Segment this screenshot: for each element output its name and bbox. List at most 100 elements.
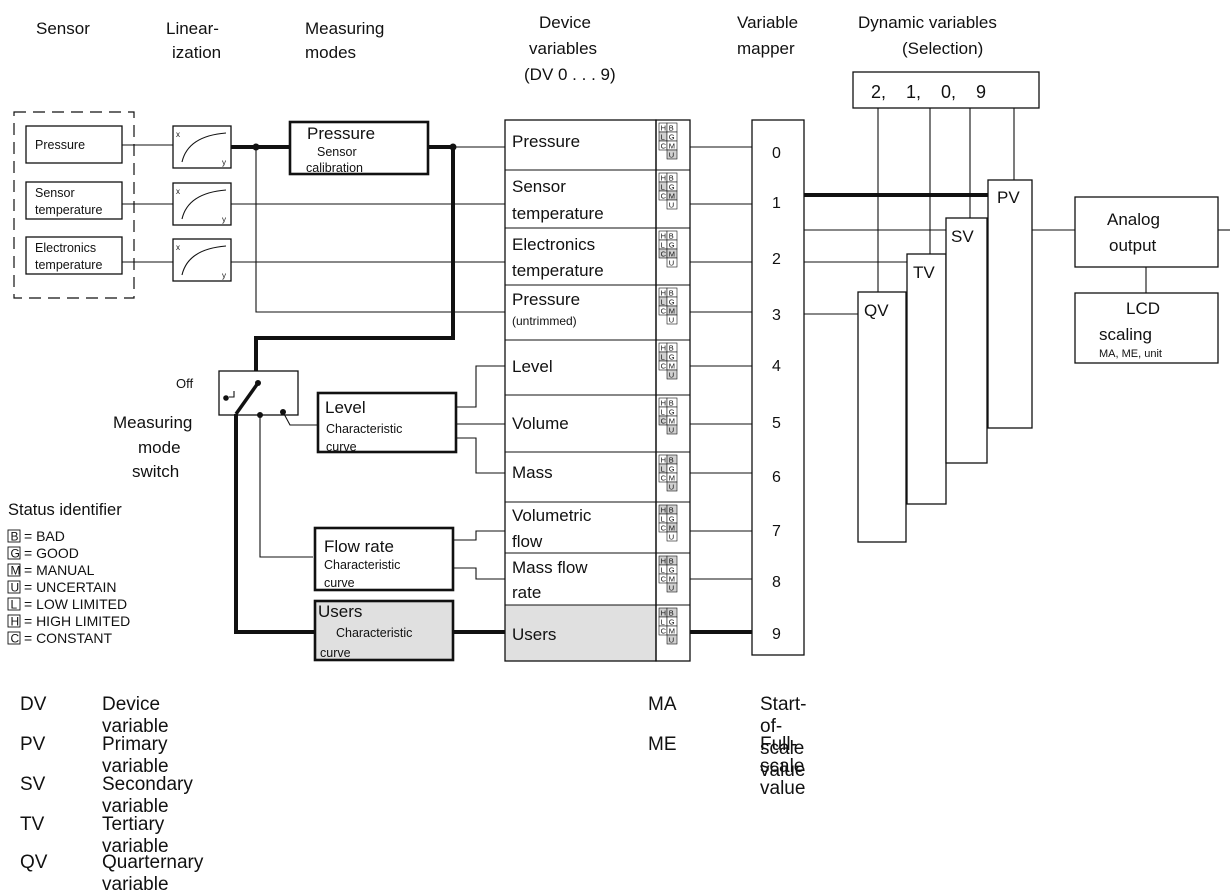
status-letter: H bbox=[661, 344, 666, 353]
status-letter: L bbox=[661, 183, 665, 192]
status-code-box bbox=[7, 614, 21, 628]
switch-lever bbox=[234, 381, 260, 416]
dv-label-3-line2: (untrimmed) bbox=[512, 314, 577, 328]
header-measuring-modes-line2: modes bbox=[305, 43, 356, 62]
selection-box bbox=[852, 71, 1040, 109]
status-letter: L bbox=[661, 408, 665, 417]
status-letter: B bbox=[669, 344, 674, 353]
status-letter: B bbox=[669, 456, 674, 465]
status-letter: U bbox=[669, 426, 674, 435]
dv-label-2-line2: temperature bbox=[512, 261, 604, 280]
status-letter: H bbox=[661, 609, 666, 618]
status-letter: U bbox=[669, 483, 674, 492]
flow-curve-sub2: curve bbox=[324, 576, 355, 590]
lin-axis-y-2: y bbox=[222, 215, 226, 224]
level-curve-sub2: curve bbox=[326, 440, 357, 454]
status-letter: H bbox=[661, 456, 666, 465]
lin-axis-x-3: x bbox=[176, 243, 180, 252]
status-letter: M bbox=[669, 575, 675, 584]
device-variable-mapping-diagram: Sensor Linear- ization Measuring modes D… bbox=[7, 13, 1230, 662]
analog-output-line1: Analog bbox=[1107, 210, 1160, 229]
status-label: = UNCERTAIN bbox=[24, 579, 116, 595]
status-letter: B bbox=[669, 232, 674, 241]
status-letter: B bbox=[669, 174, 674, 183]
status-letter: G bbox=[669, 298, 675, 307]
sensor-temp-label-line1: Sensor bbox=[35, 186, 75, 200]
sensor-temp-label-line2: temperature bbox=[35, 203, 102, 217]
dv-label-1-line2: temperature bbox=[512, 204, 604, 223]
lcd-line1: LCD bbox=[1126, 299, 1160, 318]
header-variable-mapper-line2: mapper bbox=[737, 39, 795, 58]
status-letter: C bbox=[661, 417, 667, 426]
abbr-code: QV bbox=[20, 852, 48, 873]
status-letter: C bbox=[661, 627, 667, 636]
switch-label-line2: mode bbox=[138, 438, 181, 457]
status-letter: U bbox=[669, 371, 674, 380]
status-letter: M bbox=[669, 307, 675, 316]
status-code-box bbox=[7, 597, 21, 611]
status-cell bbox=[666, 149, 678, 160]
status-code-box bbox=[7, 580, 21, 594]
lin-axis-x-1: x bbox=[176, 130, 180, 139]
status-letter: B bbox=[669, 124, 674, 133]
dv-status-border bbox=[655, 119, 691, 662]
status-letter: H bbox=[661, 124, 666, 133]
linearization-curve-3 bbox=[181, 245, 227, 276]
status-letter: G bbox=[669, 618, 675, 627]
status-code: B bbox=[11, 530, 19, 544]
status-letter: M bbox=[669, 142, 675, 151]
switch-contact-off bbox=[223, 395, 229, 401]
level-curve-box bbox=[316, 391, 458, 454]
status-letter: H bbox=[661, 289, 666, 298]
sv-box bbox=[945, 217, 988, 464]
status-label: = MANUAL bbox=[24, 562, 95, 578]
pv-label: PV bbox=[997, 188, 1020, 207]
status-letter: U bbox=[669, 316, 674, 325]
thick-switch-to-users bbox=[234, 414, 315, 634]
status-letter: M bbox=[669, 627, 675, 636]
status-letter: M bbox=[669, 250, 675, 259]
dv-label-4: Level bbox=[512, 357, 553, 376]
sensor-box-sensor-temperature bbox=[25, 181, 123, 220]
status-cell bbox=[666, 424, 678, 435]
abbr-code: DV bbox=[20, 694, 47, 715]
abbr-code: SV bbox=[20, 774, 46, 795]
sensor-pressure-label: Pressure bbox=[35, 138, 85, 152]
sensor-boxes: Pressure Sensor temperature Electronics … bbox=[25, 125, 123, 275]
status-code: G bbox=[11, 547, 20, 561]
status-code: L bbox=[11, 598, 18, 612]
status-letter: C bbox=[661, 307, 667, 316]
dv-label-6: Mass bbox=[512, 463, 553, 482]
status-letter: G bbox=[669, 353, 675, 362]
connector-flow-to-dv8 bbox=[453, 567, 505, 580]
status-code-box bbox=[7, 529, 21, 543]
abbr-text: Device variable bbox=[102, 694, 169, 737]
abbr-code: TV bbox=[20, 814, 45, 835]
status-code: C bbox=[11, 632, 20, 646]
status-cell bbox=[666, 199, 678, 210]
pv-box bbox=[987, 179, 1033, 429]
status-letter: M bbox=[669, 524, 675, 533]
users-curve-sub2: curve bbox=[320, 646, 351, 660]
status-letter: C bbox=[661, 250, 667, 259]
lcd-scaling-box bbox=[1074, 292, 1219, 364]
column-headers: Sensor Linear- ization Measuring modes D… bbox=[36, 13, 997, 84]
status-letter: B bbox=[669, 289, 674, 298]
mapper-index: 4 bbox=[772, 358, 781, 375]
flow-curve-sub1: Characteristic bbox=[324, 558, 400, 572]
pressure-mode-title: Pressure bbox=[307, 124, 375, 143]
dv-label-8-line2: rate bbox=[512, 583, 541, 602]
analog-output-box bbox=[1074, 196, 1219, 268]
lin-axis-y-1: y bbox=[222, 158, 226, 167]
mapper-index: 7 bbox=[772, 523, 781, 540]
linearization-curve-1 bbox=[181, 132, 227, 163]
status-letter: G bbox=[669, 408, 675, 417]
abbr-text: Start-of-scale value bbox=[760, 694, 807, 781]
level-curve-sub1: Characteristic bbox=[326, 422, 402, 436]
